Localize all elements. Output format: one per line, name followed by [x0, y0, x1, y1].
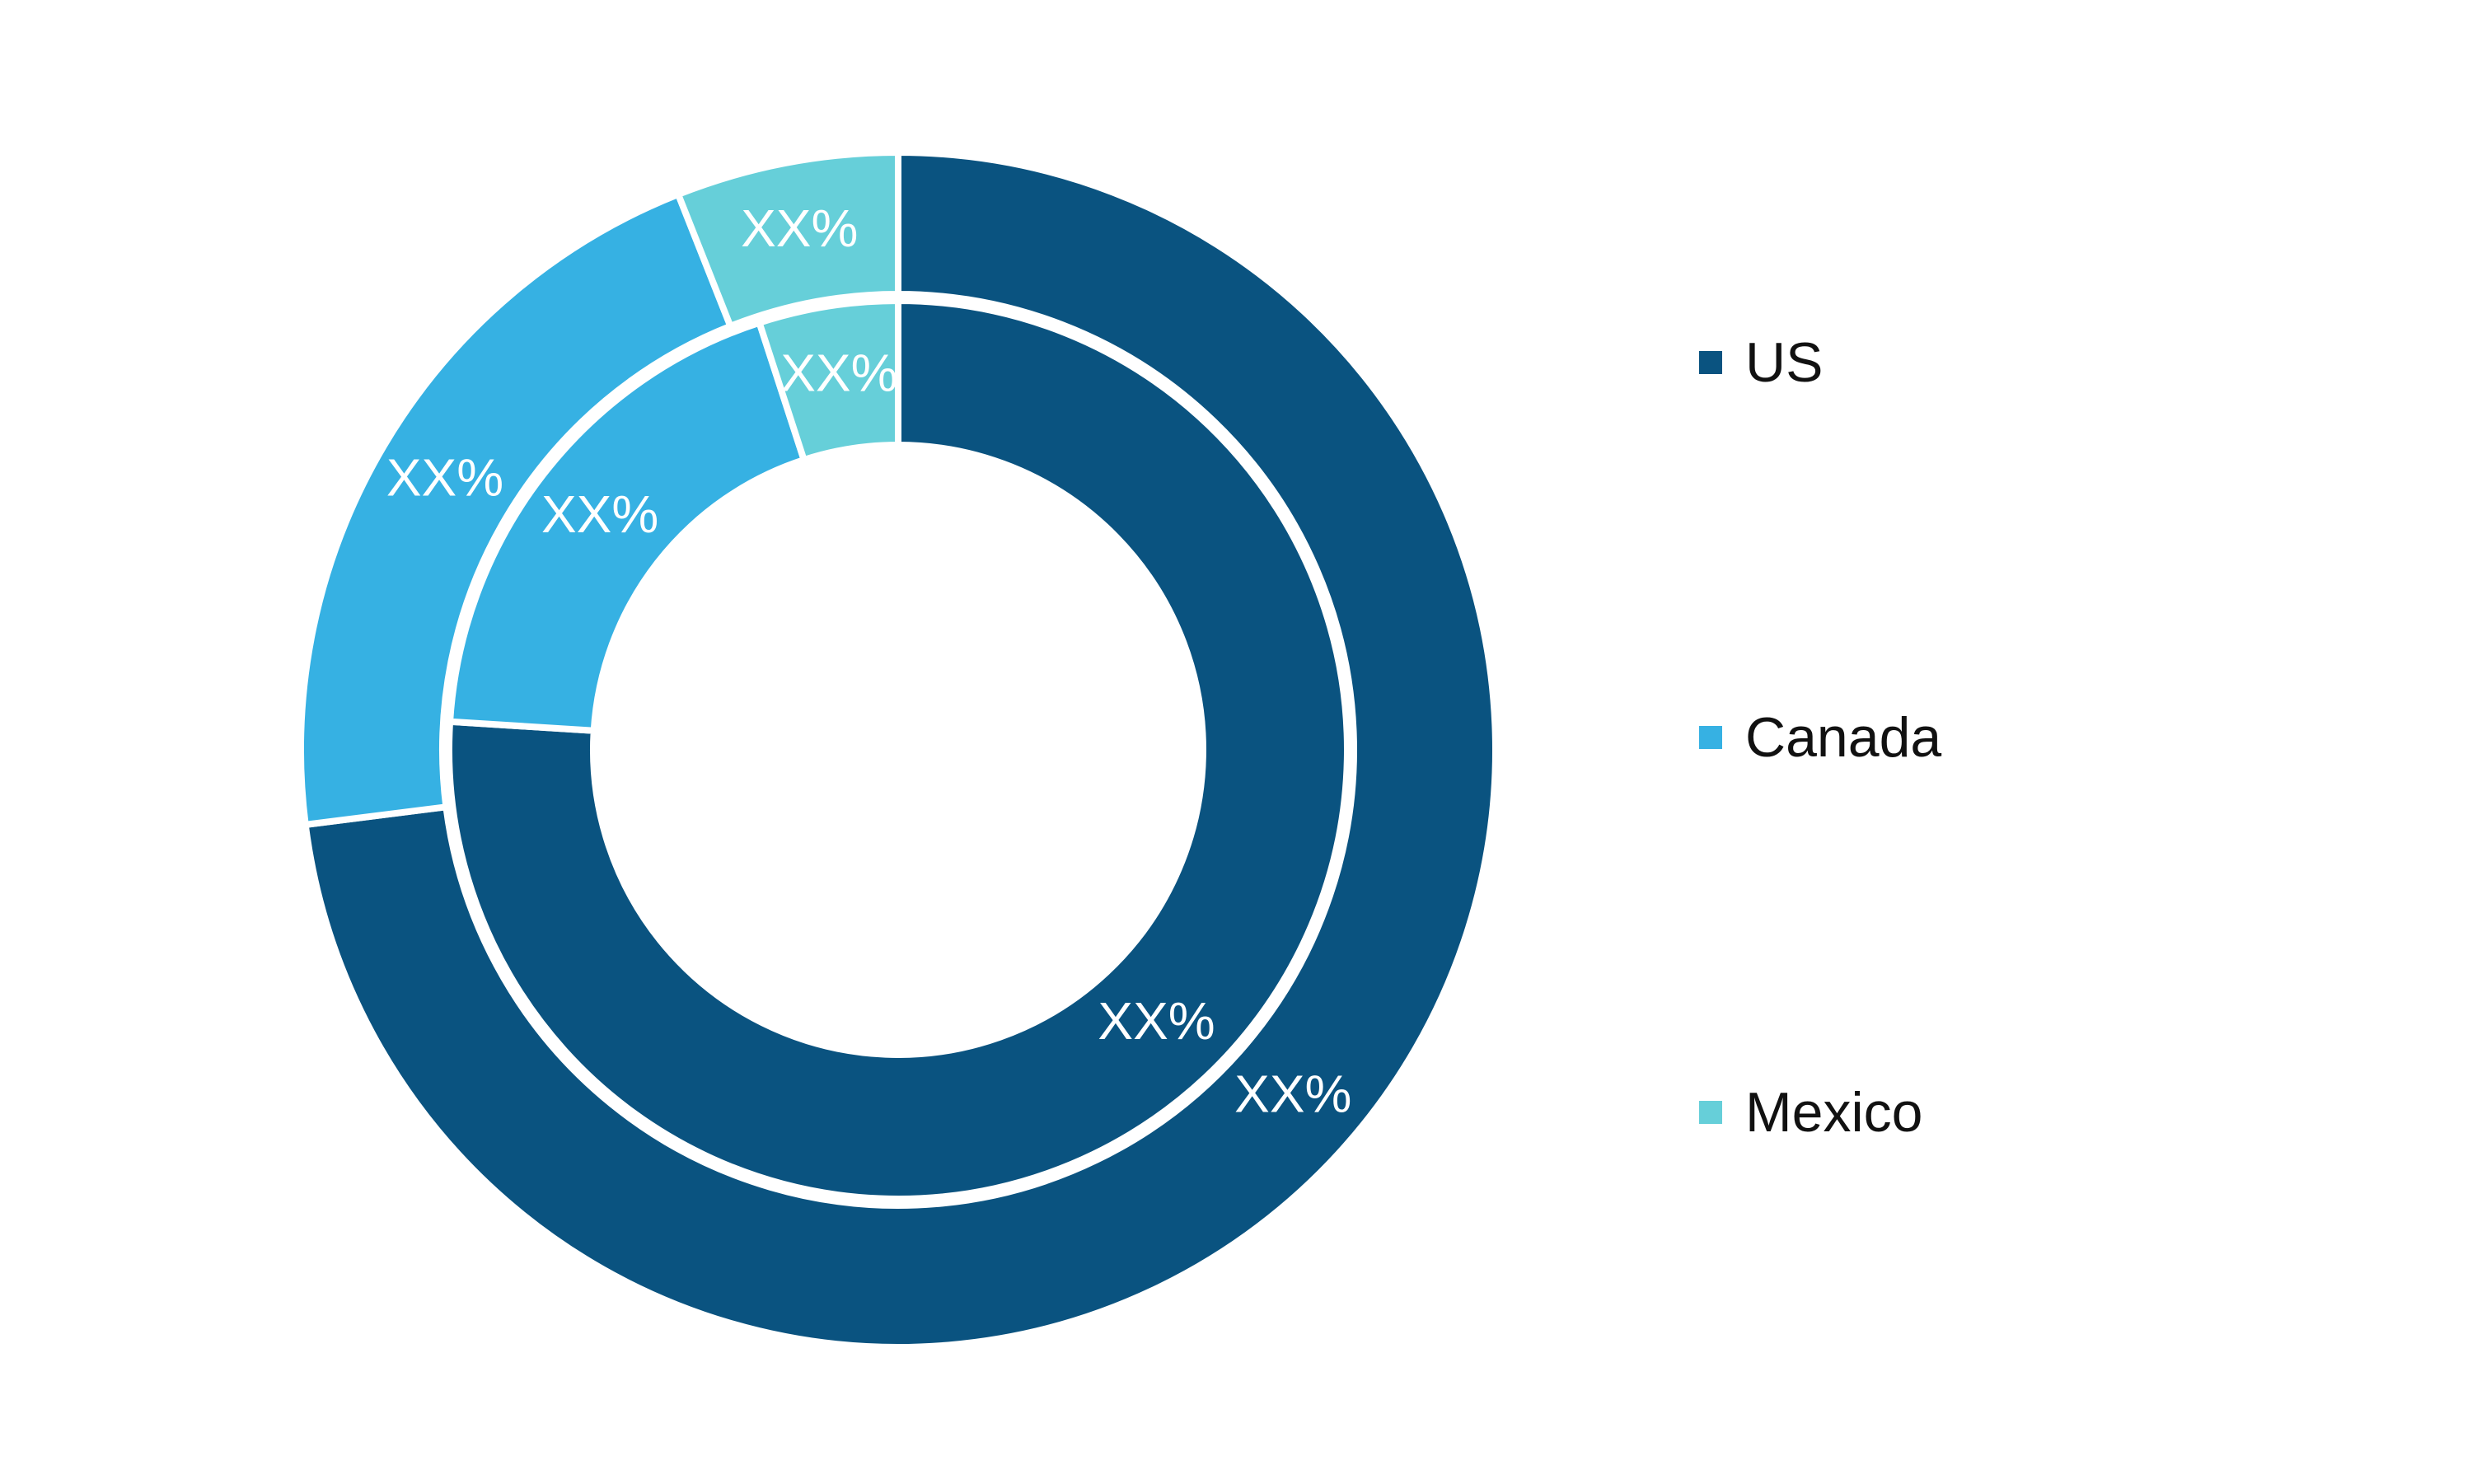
legend-swatch-canada — [1699, 726, 1722, 749]
outer-slice-mexico — [673, 148, 901, 331]
legend-label-us: US — [1745, 331, 1824, 394]
inner-slice-mexico — [755, 297, 901, 465]
legend-item-canada: Canada — [1699, 705, 1941, 770]
legend-item-mexico: Mexico — [1699, 1079, 1922, 1145]
outer-slice-label-mexico: XX% — [741, 199, 858, 258]
outer-slice-label-us: XX% — [1234, 1064, 1351, 1123]
legend-swatch-mexico — [1699, 1101, 1722, 1124]
inner-slice-label-canada: XX% — [541, 485, 658, 544]
donut-slice-labels: XX% XX% XX% XX% XX% XX% — [386, 199, 1352, 1123]
outer-slice-canada — [297, 190, 735, 829]
outer-slice-label-canada: XX% — [386, 448, 503, 508]
inner-slice-canada — [446, 318, 808, 735]
inner-slice-label-mexico: XX% — [780, 344, 897, 403]
legend-swatch-us — [1699, 351, 1722, 374]
chart-legend: US Canada Mexico — [1699, 330, 2276, 1236]
inner-slice-label-us: XX% — [1098, 991, 1215, 1051]
donut-slices — [297, 148, 1499, 1351]
legend-label-canada: Canada — [1745, 706, 1942, 769]
inner-slice-us — [446, 297, 1351, 1202]
outer-slice-us — [302, 148, 1499, 1351]
legend-label-mexico: Mexico — [1745, 1081, 1923, 1144]
legend-item-us: US — [1699, 330, 1823, 396]
